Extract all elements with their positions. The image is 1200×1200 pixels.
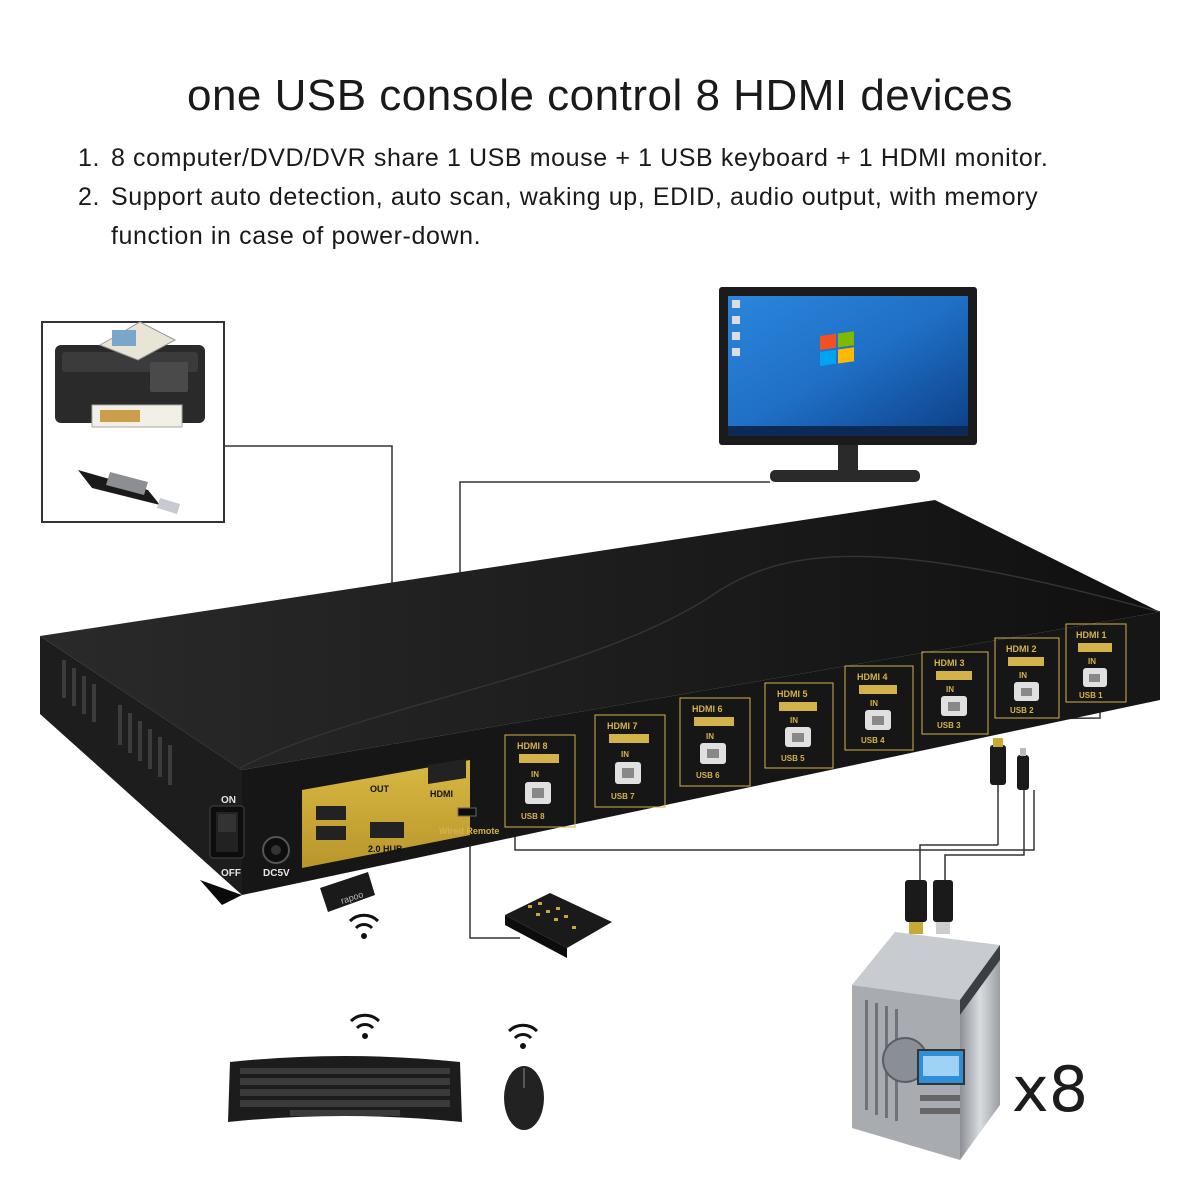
hdmi-port-label: HDMI 8 (517, 741, 548, 751)
in-label: IN (1088, 657, 1096, 666)
usb-flash-drive-icon (78, 470, 180, 514)
hdmi-port-label: HDMI 3 (934, 658, 965, 668)
port-group-4: HDMI 4 IN USB 4 (844, 665, 914, 751)
port-group-5: HDMI 5 IN USB 5 (764, 682, 834, 769)
power-off-label: OFF (221, 868, 241, 879)
chassis-contour (239, 555, 1161, 769)
wireless-signal-icon (507, 1023, 539, 1049)
remote-control-icon (505, 893, 612, 958)
vent-grille (62, 660, 172, 785)
usb-mouse-port (316, 806, 346, 820)
in-label: IN (531, 770, 539, 779)
remote-cable-line (469, 815, 520, 939)
in-label: IN (870, 699, 878, 708)
usb-port-label: USB 1 (1079, 691, 1103, 700)
chassis-side (40, 636, 242, 895)
feature-item-1: 1. 8 computer/DVD/DVR share 1 USB mouse +… (78, 141, 1048, 175)
usb-port-label: USB 4 (861, 736, 885, 745)
feature-text: Support auto detection, auto scan, wakin… (111, 183, 1039, 211)
hdmi-port-label: HDMI 7 (607, 721, 638, 731)
hdmi-output-port (428, 759, 466, 784)
kvm-switch: ON OFF DC5V HDMI OUT 2.0 HUB Wired Remot… (40, 500, 1161, 905)
in-label: IN (1019, 671, 1027, 680)
printer-icon (55, 321, 205, 428)
hdmi-port-label: HDMI 6 (692, 704, 723, 714)
power-switch (209, 805, 245, 859)
port-group-6: HDMI 6 IN USB 6 (679, 697, 751, 787)
keyboard-icon (228, 1056, 462, 1122)
usb-port-label: USB 8 (521, 812, 545, 821)
hdmi-input-port (694, 717, 734, 726)
wireless-signal-icon (349, 1013, 381, 1039)
wired-remote-label: Wired Remote (439, 826, 499, 836)
mouse-icon (504, 1066, 544, 1130)
feature-number: 1. (78, 144, 101, 172)
in-label: IN (706, 732, 714, 741)
usb-hub-port (370, 822, 404, 838)
feature-item-2: 2. Support auto detection, auto scan, wak… (78, 180, 1038, 214)
port-group-3: HDMI 3 IN USB 3 (921, 651, 989, 735)
port-group-8: HDMI 8 IN USB 8 (504, 734, 576, 828)
hdmi-input-port (859, 685, 897, 694)
usb-port-label: USB 2 (1010, 706, 1034, 715)
hdmi-port-label: HDMI 1 (1076, 630, 1107, 640)
port-group-2: HDMI 2 IN USB 2 (994, 637, 1060, 719)
feature-item-2-continuation: function in case of power-down. (111, 222, 482, 250)
monitor-icon (719, 287, 977, 482)
hub-label: 2.0 HUB (368, 844, 403, 854)
computer-tower-icon (852, 932, 1000, 1160)
hdmi-input-port (779, 702, 817, 711)
hdmi-input-port (609, 734, 649, 743)
hdmi-port-label: HDMI 2 (1006, 644, 1037, 654)
console-panel (302, 760, 470, 868)
output-label: OUT (370, 784, 390, 794)
chassis-top (40, 500, 1160, 770)
port-group-1: HDMI 1 IN USB 1 (1065, 623, 1127, 703)
hdmi-input-port (936, 671, 972, 680)
hdmi-input-port (1008, 657, 1044, 666)
dc-power-label: DC5V (263, 868, 290, 879)
dc-power-jack (262, 836, 290, 864)
usb-port-label: USB 6 (696, 771, 720, 780)
computer-multiplier: x8 (1012, 1053, 1089, 1126)
page-title: one USB console control 8 HDMI devices (186, 71, 1014, 120)
input-ports: HDMI 8 IN USB 8 HDMI 7 IN USB 7 (504, 623, 1127, 828)
hdmi-port-label: HDMI 5 (777, 689, 808, 699)
wireless-signal-icon (348, 913, 380, 939)
cable-to-tower-line-2 (944, 790, 1025, 880)
feature-number: 2. (78, 183, 101, 211)
in-label: IN (946, 685, 954, 694)
usb-keyboard-port (316, 826, 346, 840)
hdmi-input-port (519, 754, 559, 763)
usb-cable-icon (933, 748, 1029, 934)
usb-port-label: USB 5 (781, 754, 805, 763)
port-group-7: HDMI 7 IN USB 7 (594, 714, 666, 808)
feature-text: 8 computer/DVD/DVR share 1 USB mouse + 1… (111, 144, 1049, 172)
usb-port-label: USB 3 (937, 721, 961, 730)
in-label: IN (621, 750, 629, 759)
hdmi-input-port (1078, 643, 1112, 652)
wired-remote-port (457, 807, 477, 817)
hdmi-cable-icon (905, 738, 1006, 934)
cable-to-tower-line-1 (919, 844, 998, 880)
usb-port-label: USB 7 (611, 792, 635, 801)
peripheral-box (41, 321, 225, 523)
hdmi-port-label: HDMI 4 (857, 672, 888, 682)
hdmi-output-label: HDMI (430, 789, 453, 799)
power-on-label: ON (221, 795, 236, 806)
wireless-dongle: rapoo (320, 872, 375, 912)
in-label: IN (790, 716, 798, 725)
